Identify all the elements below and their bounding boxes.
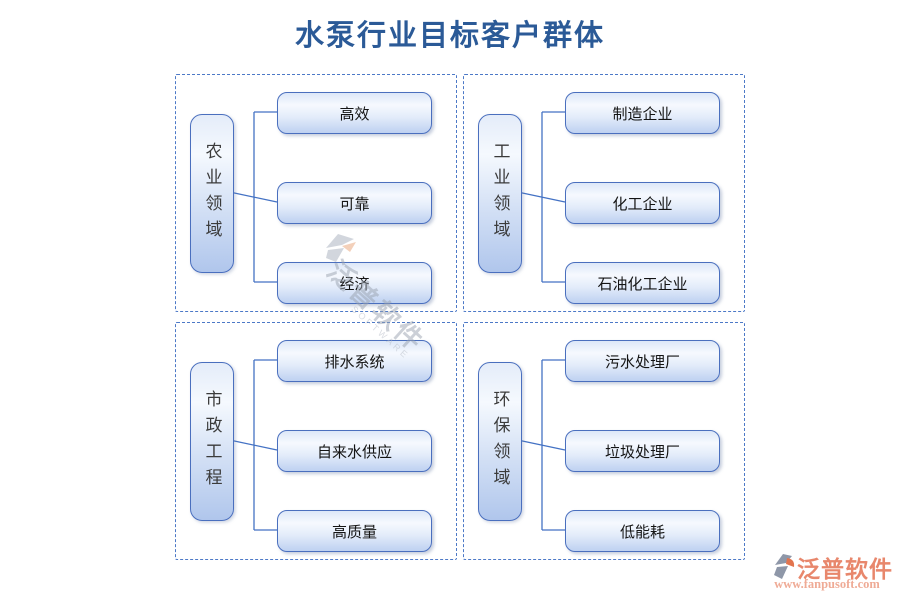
child-node: 污水处理厂 [565, 340, 720, 382]
child-node: 经济 [277, 262, 432, 304]
fanpu-logo-icon [774, 554, 795, 579]
diagram-title: 水泵行业目标客户群体 [294, 20, 605, 52]
footer-brand-text: 泛普软件 [797, 556, 893, 582]
group-label: 市政工程 [202, 389, 222, 494]
group-node-municipal: 市政工程 [190, 362, 234, 521]
group-node-environmental: 环保领域 [478, 362, 522, 521]
panel-agriculture: 农业领域 高效 可靠 经济 [175, 74, 457, 312]
child-label: 可靠 [339, 195, 370, 213]
child-label: 自来水供应 [316, 443, 392, 461]
child-node: 化工企业 [565, 182, 720, 224]
connector-lines [519, 359, 566, 531]
child-label: 垃圾处理厂 [604, 443, 680, 461]
connector-lines [519, 111, 566, 283]
child-label: 经济 [339, 275, 370, 293]
child-node: 垃圾处理厂 [565, 430, 720, 472]
child-label: 制造企业 [612, 105, 673, 123]
child-label: 排水系统 [324, 353, 385, 371]
connector-lines [231, 111, 278, 283]
child-label: 污水处理厂 [604, 353, 680, 371]
group-label: 农业领域 [202, 141, 222, 246]
child-node: 高效 [277, 92, 432, 134]
panel-municipal: 市政工程 排水系统 自来水供应 高质量 [175, 322, 457, 560]
child-label: 高质量 [331, 523, 377, 541]
panel-environmental: 环保领域 污水处理厂 垃圾处理厂 低能耗 [463, 322, 745, 560]
group-node-agriculture: 农业领域 [190, 114, 234, 273]
child-label: 石油化工企业 [597, 275, 688, 293]
group-label: 工业领域 [490, 141, 510, 246]
child-label: 高效 [339, 105, 370, 123]
child-node: 自来水供应 [277, 430, 432, 472]
child-label: 低能耗 [619, 523, 665, 541]
child-node: 制造企业 [565, 92, 720, 134]
child-label: 化工企业 [612, 195, 673, 213]
child-node: 可靠 [277, 182, 432, 224]
panel-industry: 工业领域 制造企业 化工企业 石油化工企业 [463, 74, 745, 312]
group-label: 环保领域 [490, 389, 510, 494]
footer-logo: 泛普软件 www.fanpusoft.com [760, 549, 894, 595]
child-node: 高质量 [277, 510, 432, 552]
child-node: 低能耗 [565, 510, 720, 552]
child-node: 排水系统 [277, 340, 432, 382]
connector-lines [231, 359, 278, 531]
child-node: 石油化工企业 [565, 262, 720, 304]
group-node-industry: 工业领域 [478, 114, 522, 273]
footer-website-text: www.fanpusoft.com [774, 577, 880, 591]
